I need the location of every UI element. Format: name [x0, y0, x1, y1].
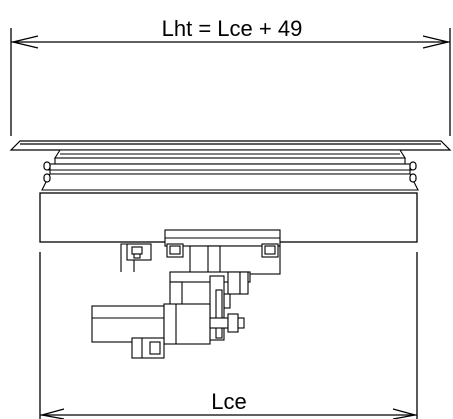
bottom-arrow-left — [41, 408, 65, 419]
upper-rim — [41, 149, 419, 191]
top-arrow-left — [12, 35, 39, 49]
side-rings — [43, 161, 417, 183]
bottom-dimension — [39, 252, 418, 419]
bottom-arrow-right — [392, 408, 416, 419]
top-dimension — [10, 28, 451, 136]
top-plate — [9, 140, 452, 151]
bottom-dimension-label: Lce — [211, 389, 246, 414]
top-dimension-label: Lht = Lce + 49 — [162, 16, 303, 41]
top-arrow-right — [422, 35, 449, 49]
mechanism — [91, 229, 281, 359]
